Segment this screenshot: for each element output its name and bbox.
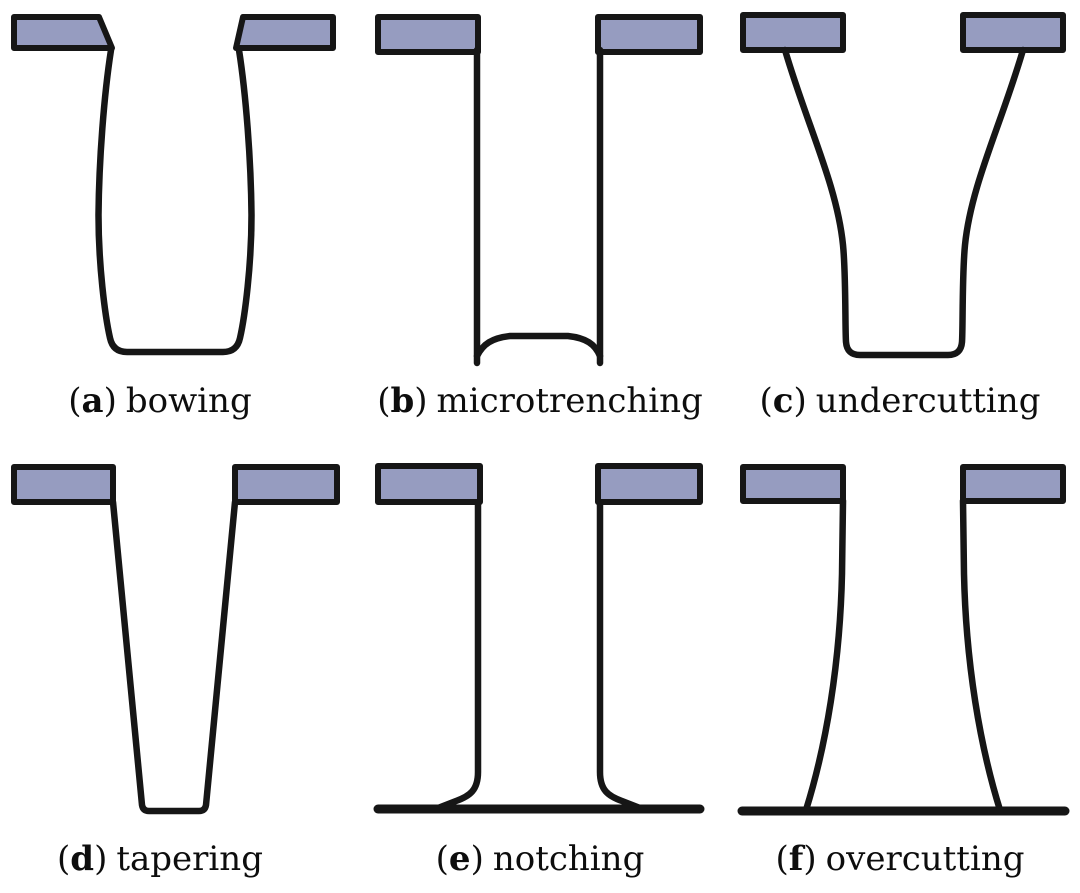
panel-d: (d) tapering (0, 434, 360, 893)
panel-label: notching (492, 838, 645, 879)
panel-label: bowing (125, 381, 252, 421)
paren-close: ) (103, 381, 117, 421)
panel-label: overcutting (825, 838, 1025, 879)
trench-profile-taper (109, 498, 239, 815)
mask-left (11, 14, 115, 51)
panel-letter: (e) (436, 842, 484, 876)
panel-caption: (c) undercutting (720, 368, 1080, 434)
panel-a-drawing (11, 14, 336, 356)
letter-d: d (70, 838, 95, 879)
mask-right (595, 14, 703, 55)
paren-close: ) (803, 838, 817, 879)
panel-letter: (c) (760, 384, 807, 418)
letter-f: f (788, 838, 804, 879)
paren-open: ( (68, 381, 82, 421)
mask-left (375, 463, 483, 505)
panel-label: microtrenching (436, 381, 703, 421)
panel-label: tapering (116, 838, 263, 879)
panel-caption: (b) microtrenching (360, 368, 720, 434)
letter-e: e (448, 838, 471, 879)
panel-e-drawing (373, 463, 705, 814)
paren-close: ) (793, 381, 807, 421)
sidewall-left-notch (434, 498, 482, 812)
panel-e: (e) notching (360, 434, 720, 893)
paren-open: ( (775, 838, 789, 879)
mask-left (11, 464, 116, 505)
paren-close: ) (470, 838, 484, 879)
sidewall-right-overcut (959, 497, 1004, 814)
panel-b-drawing (375, 14, 703, 367)
mask-right (960, 12, 1066, 53)
panel-c: (c) undercutting (720, 0, 1080, 434)
paren-close: ) (94, 838, 108, 879)
mask-left (375, 14, 481, 55)
panel-letter: (a) (68, 384, 117, 418)
panel-letter: (b) (377, 384, 427, 418)
mask-right (232, 464, 340, 505)
panel-a: (a) bowing (0, 0, 360, 434)
panel-f-drawing (737, 464, 1070, 816)
panel-label: undercutting (815, 381, 1041, 421)
paren-open: ( (377, 381, 391, 421)
trench-profile-undercut (781, 46, 1027, 359)
sidewall-left-overcut (802, 497, 847, 814)
panel-caption: (e) notching (360, 824, 720, 893)
panel-caption: (f) overcutting (720, 824, 1080, 893)
sidewall-right-notch (596, 498, 644, 812)
panel-f: (f) overcutting (720, 434, 1080, 893)
paren-open: ( (759, 381, 773, 421)
trench-profile-bowing (95, 46, 255, 356)
panel-c-drawing (740, 12, 1066, 359)
panel-d-drawing (11, 464, 340, 815)
panel-caption: (a) bowing (0, 368, 340, 434)
letter-a: a (81, 381, 104, 421)
mask-right (960, 464, 1066, 504)
panel-letter: (d) (57, 842, 107, 876)
mask-right (233, 14, 336, 51)
panel-b: (b) microtrenching (360, 0, 720, 434)
paren-close: ) (414, 381, 428, 421)
mask-left (740, 12, 846, 53)
microtrench-bottom (473, 332, 604, 360)
mask-left (740, 464, 846, 504)
panel-letter: (f) (775, 842, 816, 876)
mask-right (595, 463, 703, 505)
panel-caption: (d) tapering (0, 824, 340, 893)
letter-b: b (390, 381, 415, 421)
letter-c: c (772, 381, 794, 421)
paren-open: ( (435, 838, 449, 879)
paren-open: ( (57, 838, 71, 879)
